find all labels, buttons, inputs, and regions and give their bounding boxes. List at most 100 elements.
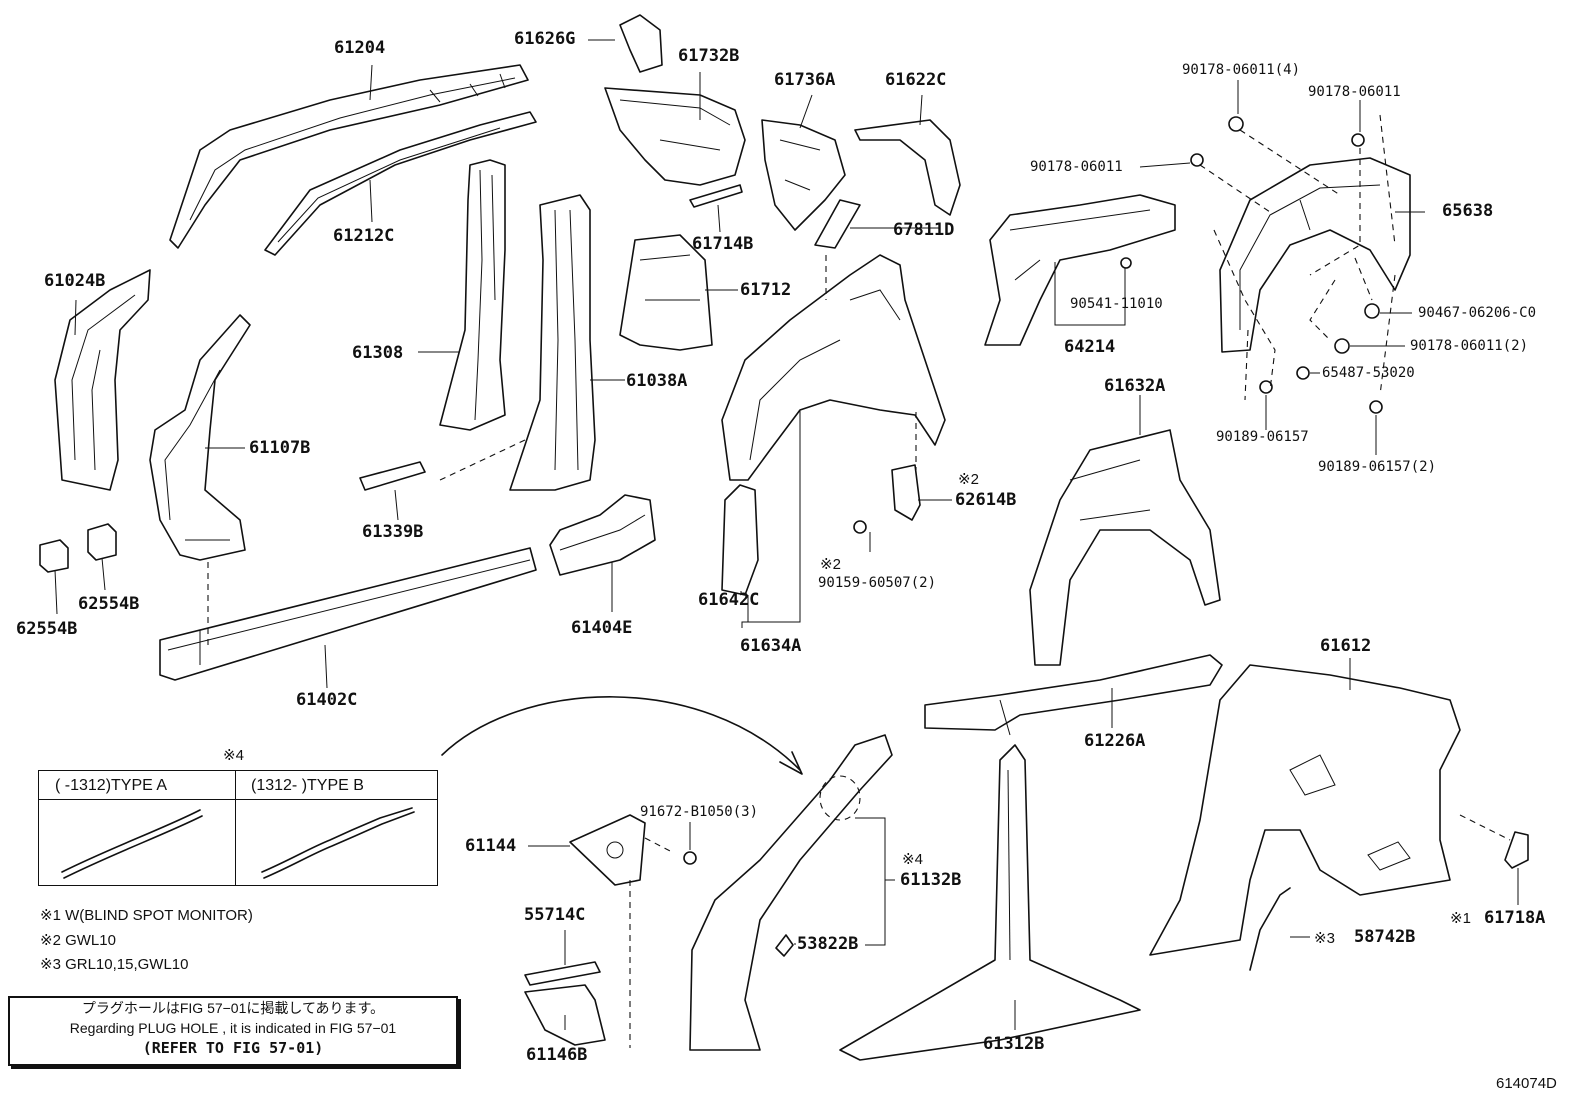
label-61024b: 61024B [44, 271, 106, 291]
label-67811d: 67811D [893, 220, 955, 240]
label-61212c: 61212C [333, 226, 395, 246]
label-90178-06011-2: 90178-06011(2) [1410, 338, 1529, 354]
mark-4-a: ※4 [223, 747, 244, 764]
label-62614b: 62614B [955, 490, 1017, 510]
label-61204: 61204 [334, 38, 386, 58]
label-61612: 61612 [1320, 636, 1372, 656]
part-61144-shape [569, 814, 646, 886]
label-61226a: 61226A [1084, 731, 1146, 751]
label-61038a: 61038A [626, 371, 688, 391]
label-61312b: 61312B [983, 1034, 1045, 1054]
part-61204-shape [169, 64, 529, 249]
part-61339b-shape [359, 461, 426, 491]
label-62554b-b: 62554B [16, 619, 78, 639]
label-61622c: 61622C [885, 70, 947, 90]
part-61736a-shape [761, 119, 846, 231]
type-a-header: ( -1312)TYPE A [55, 777, 168, 794]
part-61308-shape [439, 159, 506, 431]
label-90178-06011-a: 90178-06011 [1308, 84, 1401, 100]
part-61107b-shape [149, 314, 251, 561]
part-55714c-shape [524, 961, 601, 986]
part-61632a-shape [1029, 429, 1221, 666]
footnote-1: ※1 W(BLIND SPOT MONITOR) [40, 907, 253, 924]
part-61714b-shape [689, 184, 743, 208]
type-curves [61, 807, 415, 879]
detail-circle [819, 775, 861, 821]
part-61212c-shape [264, 111, 537, 256]
label-90178-06011-4: 90178-06011(4) [1182, 62, 1301, 78]
type-table: ( -1312)TYPE A (1312- )TYPE B [38, 770, 438, 886]
mark-3: ※3 [1314, 930, 1335, 947]
label-61146b: 61146B [526, 1045, 588, 1065]
part-61312b-shape [839, 744, 1141, 1061]
footnote-2: ※2 GWL10 [40, 932, 116, 949]
type-b-header: (1312- )TYPE B [251, 777, 364, 794]
part-61402c-shape [159, 547, 537, 681]
label-61718a: 61718A [1484, 908, 1546, 928]
label-61642c: 61642C [698, 590, 760, 610]
label-61132b: 61132B [900, 870, 962, 890]
part-61622c-shape [854, 119, 961, 216]
part-62554b-blocks [39, 523, 117, 573]
label-61402c: 61402C [296, 690, 358, 710]
figure-code: 614074D [1496, 1075, 1557, 1092]
part-61024b-shape [54, 269, 151, 491]
label-90189-06157-2: 90189-06157(2) [1318, 459, 1437, 475]
detail-arrow [441, 696, 803, 775]
label-53822b: 53822B [797, 934, 859, 954]
part-64214-shape [984, 194, 1176, 346]
label-61339b: 61339B [362, 522, 424, 542]
label-61732b: 61732B [678, 46, 740, 66]
plug-note-en: Regarding PLUG HOLE , it is indicated in… [69, 1020, 397, 1036]
label-61634a: 61634A [740, 636, 802, 656]
part-67811d-shape [814, 199, 861, 249]
part-61612-shape [1149, 664, 1461, 956]
label-55714c: 55714C [524, 905, 586, 925]
label-61714b: 61714B [692, 234, 754, 254]
part-61732b-shape [604, 87, 746, 186]
part-61718a-shape [1504, 831, 1529, 869]
label-61308: 61308 [352, 343, 404, 363]
part-61038a-shape [509, 194, 596, 491]
part-65638-shape [1219, 157, 1411, 353]
part-61626g-shape [619, 14, 663, 73]
label-61736a: 61736A [774, 70, 836, 90]
part-53822b-shape [775, 934, 794, 957]
label-61626g: 61626G [514, 29, 576, 49]
label-90178-06011-b: 90178-06011 [1030, 159, 1123, 175]
footnote-3: ※3 GRL10,15,GWL10 [40, 956, 189, 973]
part-61132b-shape [689, 734, 893, 1051]
label-61144: 61144 [465, 836, 517, 856]
label-62554b-a: 62554B [78, 594, 140, 614]
label-90189-06157: 90189-06157 [1216, 429, 1309, 445]
label-61107b: 61107B [249, 438, 311, 458]
plug-note-jp: プラグホールはFIG 57−01に掲載してあります。 [81, 1000, 385, 1016]
label-91672-b1050-3: 91672-B1050(3) [640, 804, 759, 820]
part-58742b-shape [1249, 887, 1291, 971]
label-61712: 61712 [740, 280, 792, 300]
part-61404e-shape [549, 494, 656, 576]
part-61712-shape [619, 234, 713, 351]
fastener-glyphs [683, 116, 1383, 865]
mark-1: ※1 [1450, 910, 1471, 927]
plug-hole-note: プラグホールはFIG 57−01に掲載してあります。 Regarding PLU… [8, 996, 458, 1066]
part-61642c-shape [721, 484, 759, 596]
alignment-dashes [207, 114, 1511, 1048]
part-61226a-shape [924, 654, 1223, 736]
mark-4-b: ※4 [902, 851, 923, 868]
label-65638: 65638 [1442, 201, 1494, 221]
label-58742b: 58742B [1354, 927, 1416, 947]
label-90541-11010: 90541-11010 [1070, 296, 1163, 312]
label-65487-53020: 65487-53020 [1322, 365, 1415, 381]
plug-note-ref: (REFER TO FIG 57-01) [142, 1039, 324, 1057]
part-61634a-shape [721, 254, 946, 481]
leader-lines [54, 39, 1519, 1030]
part-62614b-shape [891, 464, 921, 521]
label-90159-60507-2: 90159-60507(2) [818, 575, 937, 591]
label-61632a: 61632A [1104, 376, 1166, 396]
mark-2-b: ※2 [820, 556, 841, 573]
mark-2-a: ※2 [958, 471, 979, 488]
label-64214: 64214 [1064, 337, 1116, 357]
